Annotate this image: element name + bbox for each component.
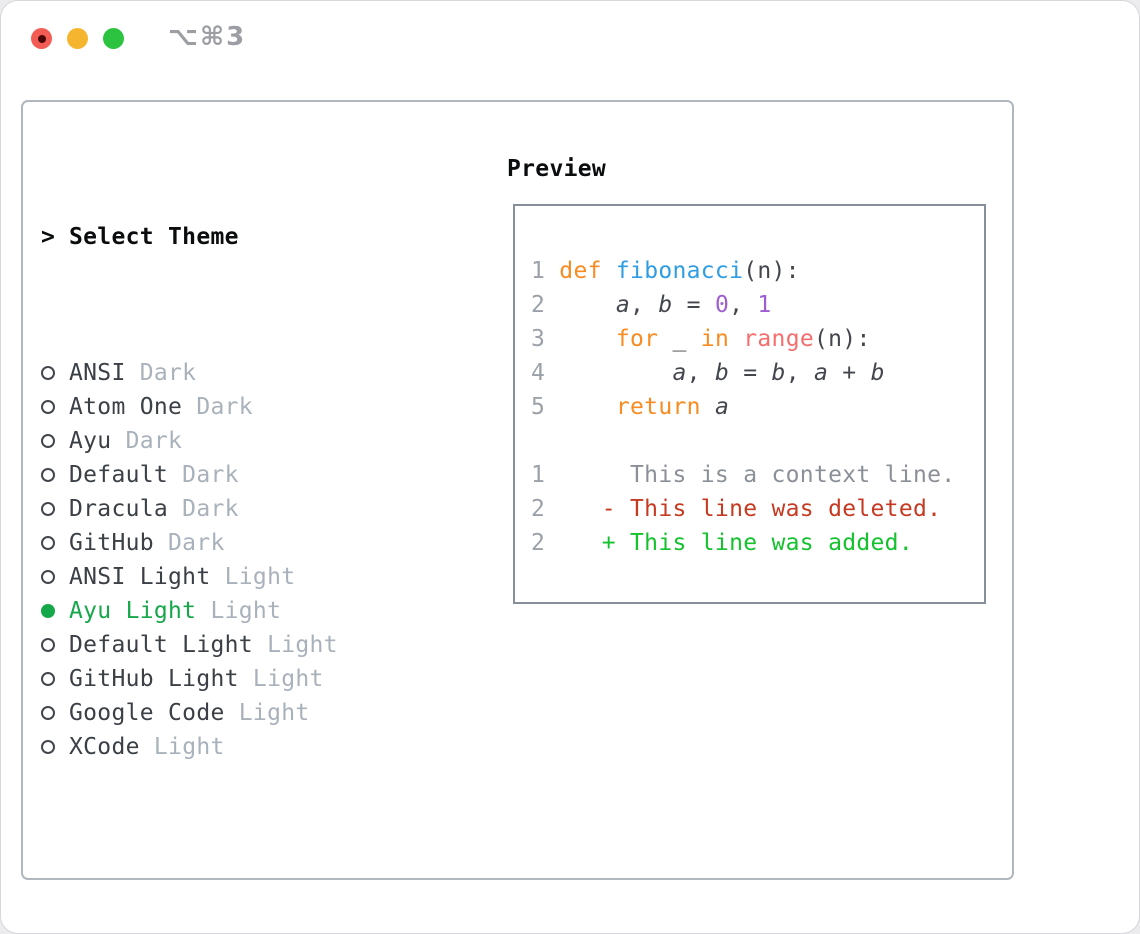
preview-box: 1 def fibonacci(n): 2 a, b = 0, 1 3 for _ … [513,204,986,604]
theme-option-github[interactable]: GitHub Dark [41,526,437,560]
radio-icon [41,468,69,482]
radio-icon [41,400,69,414]
theme-variant-label: Dark [111,428,183,454]
preview-line: 1 def fibonacci(n): [531,258,800,284]
theme-variant-label: Dark [182,394,253,420]
theme-variant-label: Light [210,564,296,590]
close-button[interactable] [31,28,52,49]
blank-line [531,424,972,458]
theme-name: Atom One [69,394,183,420]
preview-line: 1 This is a context line. [531,462,956,488]
radio-icon [41,570,69,584]
theme-name: GitHub [69,530,154,556]
focus-cursor-icon: > [41,224,56,250]
radio-icon [41,536,69,550]
radio-icon [41,366,69,380]
theme-variant-label: Dark [125,360,197,386]
theme-option-default[interactable]: Default Dark [41,458,437,492]
theme-variant-label: Light [252,632,338,658]
record-dot-icon [37,34,46,43]
theme-name: ANSI [69,360,126,386]
window-title-shortcut: ⌥⌘3 [168,22,247,52]
theme-variant-label: Light [196,598,282,624]
theme-name: GitHub Light [69,666,239,692]
preview-line: 2 + This line was added. [531,530,913,556]
titlebar: ⌥⌘3 [1,1,1139,75]
radio-icon [41,706,69,720]
theme-name: Default [69,462,169,488]
radio-icon [41,672,69,686]
theme-variant-label: Dark [168,462,239,488]
theme-variant-label: Light [224,700,310,726]
theme-option-default-light[interactable]: Default Light Light [41,628,437,662]
theme-name: Dracula [69,496,169,522]
line-number: 2 [531,530,560,556]
theme-variant-label: Light [238,666,324,692]
spacer [41,866,437,900]
preview-line: 3 for _ in range(n): [531,326,871,352]
line-number: 2 [531,292,560,318]
minimize-button[interactable] [67,28,88,49]
theme-option-ansi-light[interactable]: ANSI Light Light [41,560,437,594]
line-number: 1 [531,258,560,284]
theme-name: ANSI Light [69,564,211,590]
theme-variant-label: Light [139,734,225,760]
theme-option-ayu-light[interactable]: Ayu Light Light [41,594,437,628]
theme-name: Ayu Light [69,598,197,624]
theme-option-dracula[interactable]: Dracula Dark [41,492,437,526]
line-number: 5 [531,394,560,420]
line-number: 4 [531,360,560,386]
theme-variant-label: Dark [168,496,239,522]
preview-line: 2 - This line was deleted. [531,496,942,522]
select-theme-header: > Select Theme [41,220,437,254]
line-number: 2 [531,496,560,522]
preview-line: 2 a, b = 0, 1 [531,292,772,318]
theme-name: Google Code [69,700,225,726]
theme-option-github-light[interactable]: GitHub Light Light [41,662,437,696]
line-number: 3 [531,326,560,352]
theme-option-ansi[interactable]: ANSI Dark [41,356,437,390]
line-number: 1 [531,462,560,488]
theme-option-google-code[interactable]: Google Code Light [41,696,437,730]
theme-name: Ayu [69,428,112,454]
radio-icon [41,740,69,754]
radio-icon [41,502,69,516]
theme-option-atom-one[interactable]: Atom One Dark [41,390,437,424]
theme-name: Default Light [69,632,253,658]
radio-icon [41,638,69,652]
radio-icon [41,434,69,448]
radio-selected-icon [41,604,69,618]
theme-option-xcode[interactable]: XCode Light [41,730,437,764]
theme-name: XCode [69,734,140,760]
preview-header: Preview [507,156,607,182]
zoom-button[interactable] [103,28,124,49]
preview-line: 4 a, b = b, a + b [531,360,885,386]
theme-variant-label: Dark [153,530,225,556]
theme-option-ayu[interactable]: Ayu Dark [41,424,437,458]
preview-line: 5 return a [531,394,730,420]
select-theme-title: Select Theme [69,224,239,250]
